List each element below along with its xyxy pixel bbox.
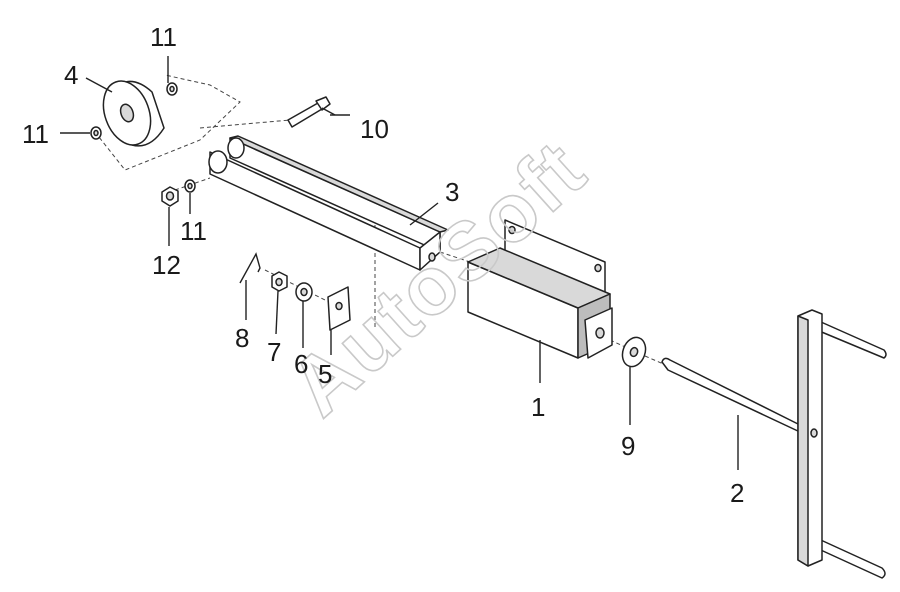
callout-9: 9: [621, 431, 635, 461]
part-3-arm-bracket: [208, 135, 449, 271]
part-6-washer: [295, 282, 313, 302]
callout-11-bottom: 11: [180, 216, 207, 246]
callout-1: 1: [531, 392, 545, 422]
callout-11-left: 11: [22, 119, 49, 149]
callout-11-top: 11: [150, 22, 177, 52]
part-9-washer: [621, 336, 647, 368]
leader-lines: [60, 56, 739, 470]
part-1-tube-bracket: [467, 219, 613, 359]
callout-10: 10: [360, 114, 389, 144]
callout-12: 12: [152, 250, 181, 280]
callout-6: 6: [294, 349, 308, 379]
callout-labels: 1 2 3 4 5 6 7 8 9 10 11 11 11 12: [22, 22, 744, 508]
part-10-bolt: [287, 96, 331, 128]
part-11-washer-bottom: [184, 179, 196, 193]
part-8-split-pin: [239, 252, 261, 284]
part-5-plate: [327, 286, 351, 331]
part-12-nut: [161, 186, 179, 207]
part-11-washer-left: [90, 126, 102, 140]
callout-7: 7: [267, 337, 281, 367]
callout-4: 4: [64, 60, 78, 90]
callout-5: 5: [318, 359, 332, 389]
part-4-roller: [102, 80, 165, 147]
callout-2: 2: [730, 478, 744, 508]
callout-8: 8: [235, 323, 249, 353]
part-2-frame-rod: [661, 309, 887, 579]
part-7-castle-nut: [271, 271, 288, 292]
part-11-washer-top: [166, 82, 178, 96]
callout-3: 3: [445, 177, 459, 207]
